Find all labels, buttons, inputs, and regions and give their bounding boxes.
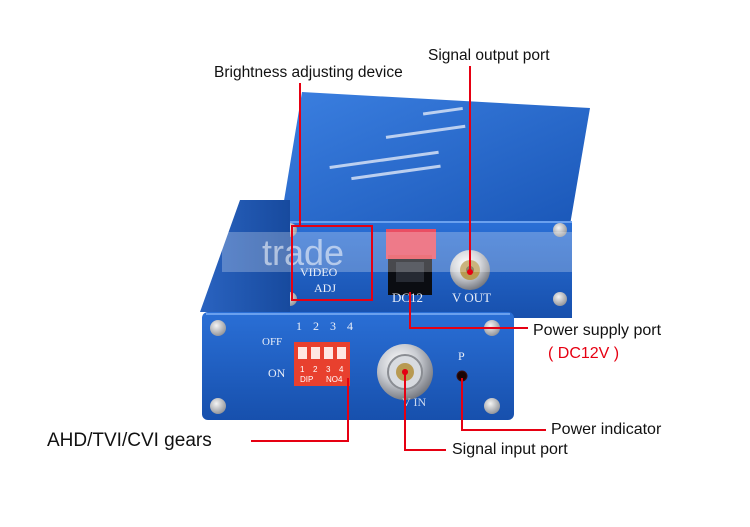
vin-label: V IN	[402, 395, 426, 409]
dip-number: 3	[330, 319, 336, 333]
video-label: VIDEO	[300, 265, 338, 279]
dip-switch[interactable]: 1 2 3 4 DIP NO4	[294, 342, 350, 386]
power-highlight-square	[386, 229, 436, 259]
screw-icon	[484, 398, 500, 414]
front-unit: 1 2 3 4 OFF ON 1 2 3 4 DIP NO4 V IN P	[200, 200, 514, 420]
on-label: ON	[268, 366, 286, 380]
rear-unit: VIDEO ADJ DC12 V OUT	[280, 92, 590, 318]
dip-switch-num: 3	[326, 365, 331, 374]
gears-label: AHD/TVI/CVI gears	[47, 430, 212, 451]
dip-switch-num: 2	[313, 365, 318, 374]
dip-toggle[interactable]	[311, 347, 320, 359]
dip-text: DIP	[300, 375, 313, 384]
screw-icon	[553, 292, 567, 306]
dip-toggle[interactable]	[324, 347, 333, 359]
watermark-text: trade	[262, 232, 344, 273]
screw-icon	[210, 320, 226, 336]
rear-unit-printed-text	[329, 106, 466, 181]
screw-icon	[553, 223, 567, 237]
power-indicator-label: Power indicator	[551, 421, 662, 438]
brightness-label: Brightness adjusting device	[214, 64, 403, 81]
dip-number: 4	[347, 319, 353, 333]
power-supply-label: Power supply port	[533, 322, 662, 339]
brightness-callout-box	[291, 225, 373, 301]
screw-icon	[210, 398, 226, 414]
vout-label: V OUT	[452, 290, 491, 305]
rear-unit-top-surface	[280, 92, 590, 225]
dc12v-label: ( DC12V )	[548, 345, 620, 362]
dip-number: 2	[313, 319, 319, 333]
dc12-label: DC12	[392, 290, 423, 305]
signal-output-label: Signal output port	[428, 47, 550, 64]
dip-switch-num: 4	[339, 365, 344, 374]
off-label: OFF	[262, 336, 282, 348]
callout-lines	[251, 66, 546, 451]
p-label: P	[458, 349, 465, 363]
dc12-port-inner	[396, 262, 424, 282]
signal-input-label: Signal input port	[452, 441, 568, 458]
front-unit-side	[200, 200, 290, 312]
dip-number: 1	[296, 319, 302, 333]
dip-toggle[interactable]	[337, 347, 346, 359]
adj-label: ADJ	[314, 281, 336, 295]
watermark-band	[222, 232, 572, 272]
front-unit-face	[202, 312, 514, 420]
callout-dot	[402, 369, 408, 375]
callout-dot	[467, 269, 473, 275]
dip-no-text: NO4	[326, 375, 343, 384]
dip-switch-num: 1	[300, 365, 305, 374]
dip-toggle[interactable]	[298, 347, 307, 359]
